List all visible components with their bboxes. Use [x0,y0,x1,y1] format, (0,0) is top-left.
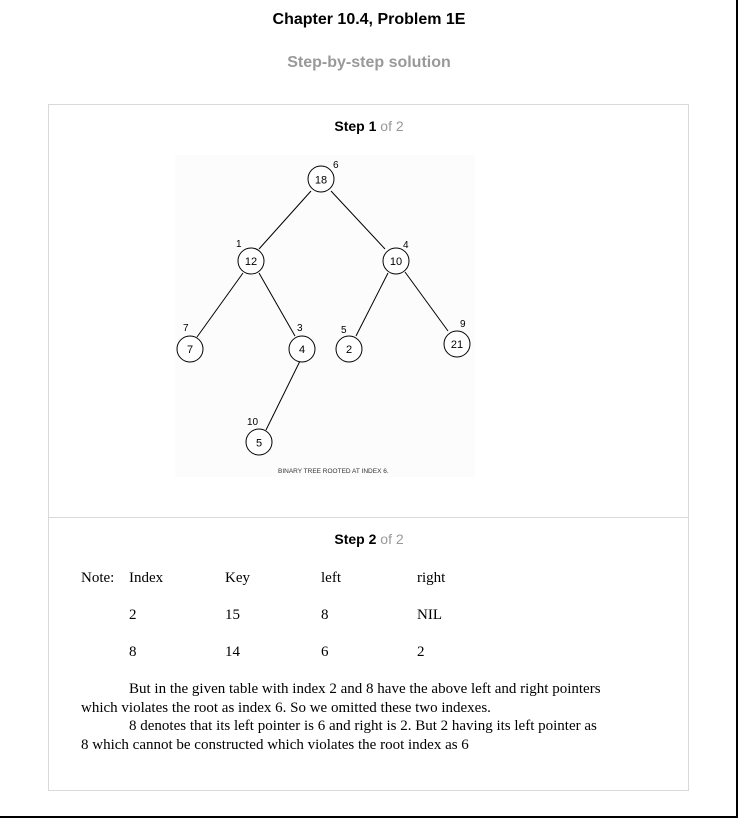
tree-edge [258,190,312,250]
note-label: Note: [81,570,115,586]
page-subtitle: Step-by-step solution [287,54,451,71]
node-key: 5 [256,438,262,450]
node-index: 1 [236,239,242,250]
node-key: 21 [451,339,463,351]
binary-tree-figure: 18 6 12 1 10 4 7 7 4 3 2 5 [175,155,475,477]
node-key: 4 [299,344,305,356]
table-header-key: Key [225,570,250,586]
node-index: 4 [403,240,409,251]
tree-node: 7 7 [176,323,204,363]
explanation-paragraph-2: 8 denotes that its left pointer is 6 and… [81,717,651,754]
tree-edge [330,190,386,250]
tree-edge [355,272,389,337]
tree-edge [258,272,296,337]
step-total: of 2 [380,118,404,134]
tree-edge [404,271,449,332]
tree-node: 5 10 [245,417,273,456]
table-header-left: left [321,570,341,586]
node-key: 7 [187,344,193,356]
tree-edge [196,272,244,338]
table-cell: 6 [321,644,329,660]
paragraph-text: But in the given table with index 2 and … [129,681,601,697]
table-cell: 2 [417,644,425,660]
paragraph-line: 8 denotes that its left pointer is 6 and… [81,717,651,736]
node-key: 12 [245,256,257,268]
node-index: 9 [460,319,466,330]
node-index: 5 [341,325,347,336]
step-number: 1 [368,118,377,134]
paragraph-line: But in the given table with index 2 and … [81,680,651,699]
paragraph-text: 8 denotes that its left pointer is 6 and… [129,718,597,734]
step-word: Step [334,118,365,134]
table-header-right: right [417,570,446,586]
node-index: 7 [183,323,189,334]
step-1-header: Step 1 of 2 [0,118,738,134]
step-word: Step [334,531,365,547]
step-number: 2 [368,531,377,547]
node-key: 18 [315,175,327,187]
binary-tree-svg: 18 6 12 1 10 4 7 7 4 3 2 5 [176,160,471,475]
step-total: of 2 [380,531,404,547]
tree-caption: BINARY TREE ROOTED AT INDEX 6. [278,468,389,475]
node-key: 10 [390,256,402,268]
node-key: 2 [346,344,352,356]
table-cell: 8 [321,607,329,623]
page-title: Chapter 10.4, Problem 1E [272,11,466,28]
table-cell: 2 [129,607,137,623]
paragraph-line: which violates the root as index 6. So w… [81,699,491,716]
node-index: 6 [333,160,339,171]
table-header-index: Index [129,570,164,586]
step-divider [49,517,688,518]
table-cell: NIL [417,607,442,623]
tree-edge [265,360,301,431]
table-cell: 14 [225,644,240,660]
step-2-header: Step 2 of 2 [0,531,738,547]
tree-node: 4 3 [288,323,316,363]
tree-node: 21 9 [443,319,471,358]
solution-box [48,104,689,791]
node-index: 3 [297,323,303,334]
tree-node: 2 5 [335,325,363,363]
table-cell: 15 [225,607,240,623]
paragraph-line: 8 which cannot be constructed which viol… [81,736,469,753]
explanation-paragraph-1: But in the given table with index 2 and … [81,680,651,717]
node-index: 10 [247,417,259,428]
tree-node: 10 4 [382,240,410,275]
table-cell: 8 [129,644,137,660]
tree-node: 12 1 [236,239,265,275]
tree-node: 18 6 [307,160,339,193]
